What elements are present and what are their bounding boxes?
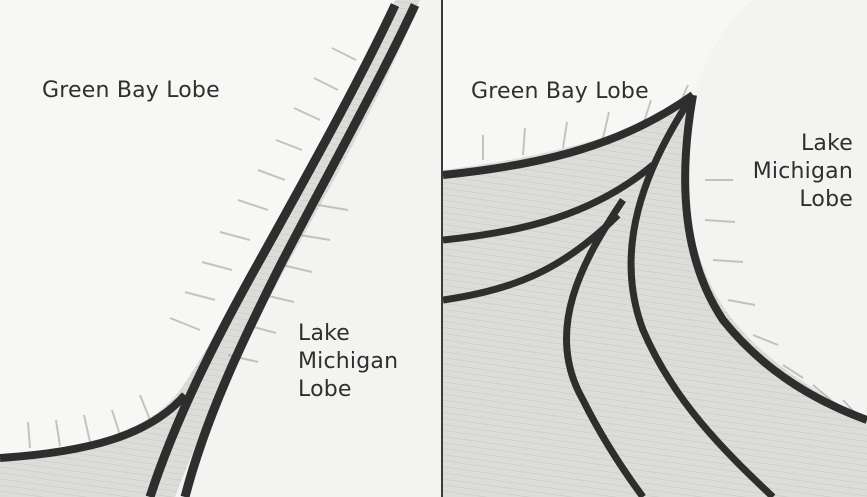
lake-michigan-lobe-label-right: Lake Michigan Lobe bbox=[753, 130, 853, 214]
green-bay-lobe-label-right: Green Bay Lobe bbox=[471, 78, 649, 106]
right-panel-drawing bbox=[443, 0, 867, 497]
left-panel: Green Bay Lobe Lake Michigan Lobe bbox=[0, 0, 441, 497]
left-panel-drawing bbox=[0, 0, 441, 497]
right-panel: Green Bay Lobe Lake Michigan Lobe bbox=[443, 0, 867, 497]
green-bay-lobe-label: Green Bay Lobe bbox=[42, 77, 220, 105]
lake-michigan-lobe-label: Lake Michigan Lobe bbox=[298, 320, 398, 404]
